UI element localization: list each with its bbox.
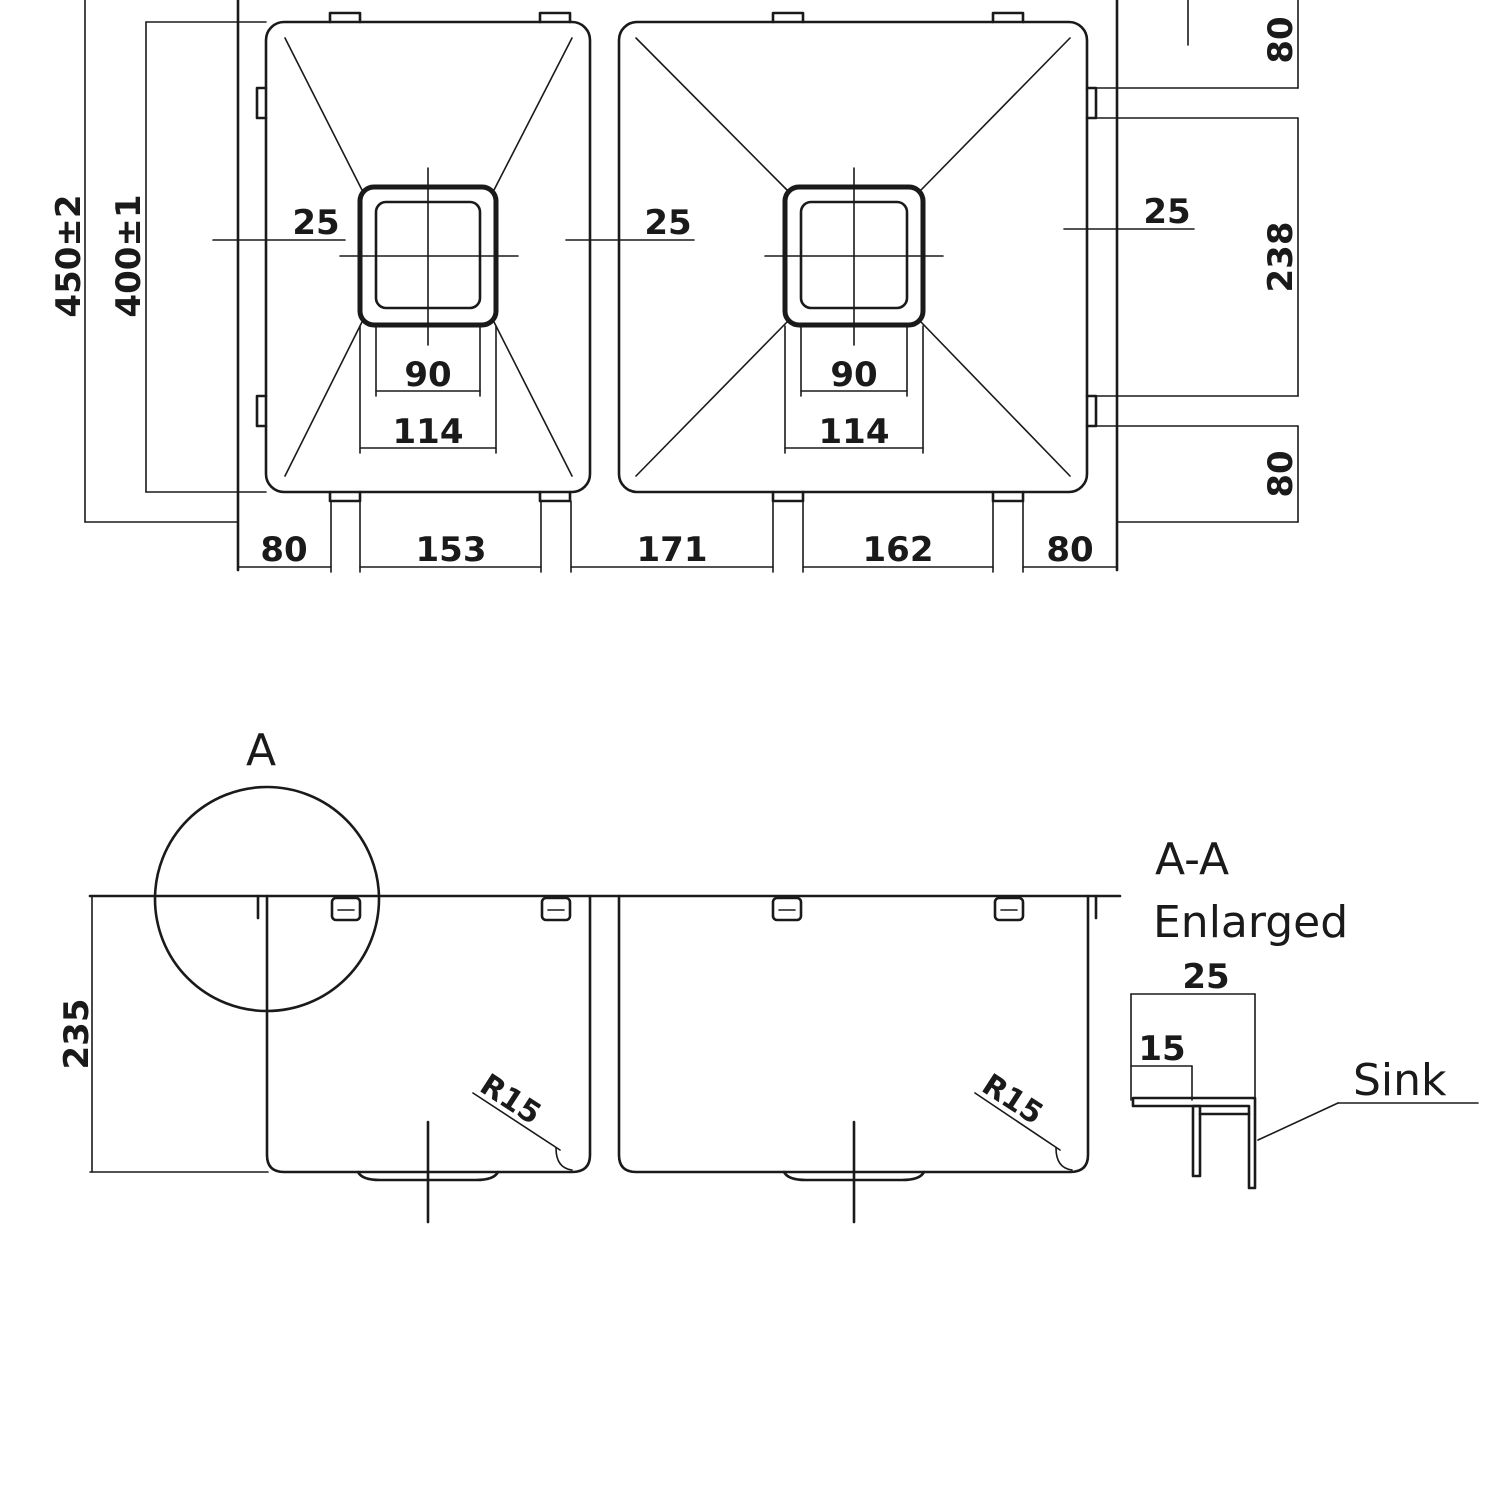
right-vertical-dims: 80 238 80 bbox=[1095, 0, 1301, 523]
detail-view: A-A Enlarged 25 15 Sink bbox=[1130, 834, 1479, 1190]
side-clips bbox=[255, 86, 1098, 428]
left-bowl-outline bbox=[264, 20, 592, 494]
right-radius-arc bbox=[1055, 1147, 1073, 1171]
left-drain-outer-label: 114 bbox=[393, 412, 464, 452]
left-radius-leader bbox=[472, 1092, 561, 1151]
clip bbox=[538, 490, 572, 503]
detail-title-line1: A-A bbox=[1155, 834, 1229, 885]
clip bbox=[991, 490, 1025, 503]
overall-depth-label: 450±2 bbox=[49, 194, 89, 317]
clip bbox=[771, 490, 805, 503]
right-bottom-dim-label: 80 bbox=[1261, 450, 1301, 497]
slope-line bbox=[284, 321, 363, 477]
section-clip bbox=[540, 896, 572, 922]
detail-title-line2: Enlarged bbox=[1153, 897, 1348, 948]
sink-leader bbox=[1257, 1102, 1339, 1141]
left-rim-offset-label: 25 bbox=[292, 203, 339, 243]
right-radius-label: R15 bbox=[976, 1067, 1049, 1132]
section-clip bbox=[993, 896, 1025, 922]
right-bowl-right-rim-offset-label: 25 bbox=[1143, 192, 1190, 232]
detail-callout-label: A bbox=[246, 725, 276, 776]
right-middle-dim-label: 238 bbox=[1261, 222, 1301, 293]
clip bbox=[255, 86, 268, 120]
bottom-dim-label: 171 bbox=[637, 530, 708, 570]
left-drain-inner-label: 90 bbox=[404, 355, 451, 395]
clip bbox=[255, 394, 268, 428]
top-clips bbox=[328, 11, 1025, 24]
left-radius-arc bbox=[555, 1147, 573, 1171]
bottom-dim-label: 153 bbox=[416, 530, 487, 570]
right-bowl-outline bbox=[617, 20, 1089, 494]
right-radius-leader bbox=[974, 1092, 1061, 1151]
bottom-dim-label: 162 bbox=[863, 530, 934, 570]
right-drain-outer-label: 114 bbox=[819, 412, 890, 452]
section-clip bbox=[771, 896, 803, 922]
right-bowl-left-rim-offset-label: 25 bbox=[644, 203, 691, 243]
drain-width-dims: 90 114 90 114 bbox=[359, 325, 924, 454]
bowl-depth-label: 400±1 bbox=[109, 194, 149, 317]
right-drain-inner-label: 90 bbox=[830, 355, 877, 395]
clip bbox=[1085, 86, 1098, 120]
bottom-dims: 80 153 171 162 80 bbox=[237, 500, 1118, 573]
bottom-dim-label: 80 bbox=[1046, 530, 1093, 570]
detail-outer-width-label: 25 bbox=[1182, 957, 1229, 997]
bottom-dim-label: 80 bbox=[260, 530, 307, 570]
clip bbox=[328, 490, 362, 503]
slope-line bbox=[635, 321, 788, 477]
slope-line bbox=[635, 37, 788, 191]
slope-line bbox=[920, 37, 1071, 191]
clip bbox=[328, 11, 362, 24]
clip bbox=[771, 11, 805, 24]
right-top-dim-label: 80 bbox=[1261, 16, 1301, 63]
slope-line bbox=[284, 37, 363, 191]
section-view: A R15 R15 235 bbox=[57, 725, 1122, 1224]
left-drain bbox=[284, 37, 573, 477]
slope-line bbox=[493, 37, 573, 191]
rim-offset-dims: 25 25 25 bbox=[212, 192, 1195, 243]
section-height-label: 235 bbox=[57, 999, 97, 1070]
plan-view: 25 25 25 90 114 90 114 bbox=[49, 0, 1301, 573]
bottom-clips bbox=[328, 490, 1025, 503]
slope-line bbox=[920, 321, 1071, 477]
clip bbox=[538, 11, 572, 24]
section-clip bbox=[330, 896, 362, 922]
clip bbox=[1085, 394, 1098, 428]
clip bbox=[991, 11, 1025, 24]
sink-label: Sink bbox=[1353, 1055, 1447, 1106]
detail-inner-width-label: 15 bbox=[1138, 1029, 1185, 1069]
left-vertical-dims: 450±2 400±1 bbox=[49, 0, 267, 523]
right-drain bbox=[635, 37, 1071, 477]
slope-line bbox=[493, 321, 573, 477]
flange-profile bbox=[1131, 1096, 1257, 1190]
inner-wall-profile bbox=[1191, 1104, 1202, 1178]
left-radius-label: R15 bbox=[474, 1067, 547, 1132]
